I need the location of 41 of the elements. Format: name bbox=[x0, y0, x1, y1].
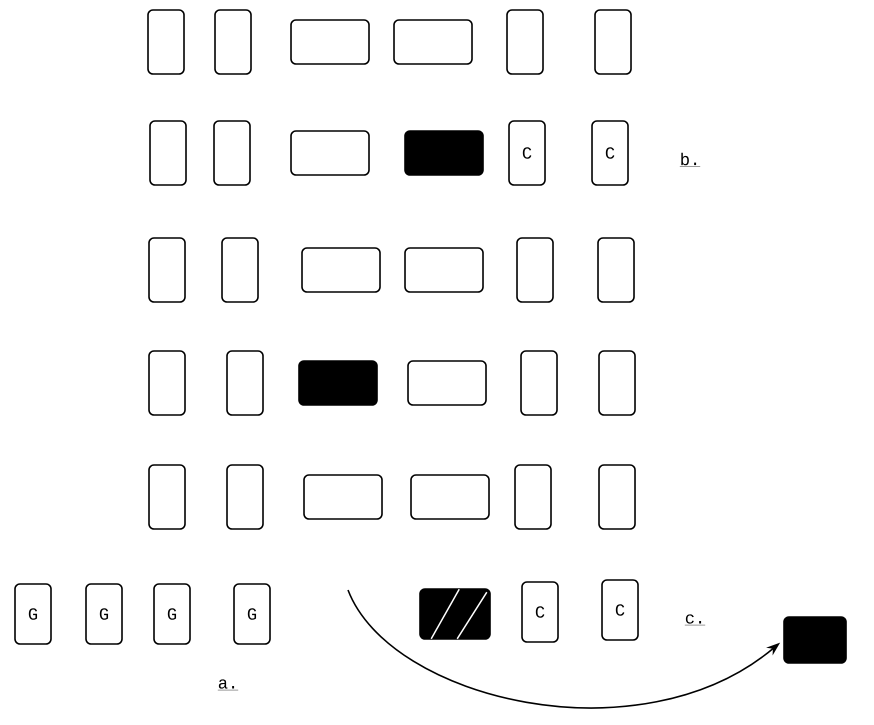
letter-label: b. bbox=[680, 152, 700, 167]
card bbox=[148, 464, 186, 530]
card bbox=[290, 19, 370, 65]
card: G bbox=[85, 583, 123, 645]
card: C bbox=[591, 120, 629, 186]
striped-card bbox=[419, 588, 491, 640]
card bbox=[410, 474, 490, 520]
filled-card bbox=[783, 616, 847, 664]
card: C bbox=[508, 120, 546, 186]
card bbox=[226, 464, 264, 530]
card bbox=[407, 360, 487, 406]
card bbox=[516, 237, 554, 303]
letter-label: c. bbox=[684, 614, 706, 626]
card bbox=[393, 19, 473, 65]
card bbox=[598, 464, 636, 530]
card: G bbox=[153, 583, 191, 645]
card bbox=[506, 9, 544, 75]
card bbox=[594, 9, 632, 75]
card: G bbox=[14, 583, 52, 645]
card: G bbox=[233, 583, 271, 645]
card bbox=[148, 237, 186, 303]
card: C bbox=[521, 581, 559, 643]
card bbox=[514, 464, 552, 530]
card bbox=[597, 237, 635, 303]
card bbox=[598, 350, 636, 416]
card: C bbox=[601, 579, 639, 641]
card bbox=[214, 9, 252, 75]
card bbox=[301, 247, 381, 293]
filled-card bbox=[404, 130, 484, 176]
card bbox=[147, 9, 185, 75]
card bbox=[149, 120, 187, 186]
card bbox=[148, 350, 186, 416]
card bbox=[303, 474, 383, 520]
card bbox=[226, 350, 264, 416]
card bbox=[290, 130, 370, 176]
card bbox=[221, 237, 259, 303]
filled-card bbox=[298, 360, 378, 406]
letter-label: a. bbox=[218, 679, 238, 690]
card bbox=[520, 350, 558, 416]
card bbox=[404, 247, 484, 293]
card bbox=[213, 120, 251, 186]
